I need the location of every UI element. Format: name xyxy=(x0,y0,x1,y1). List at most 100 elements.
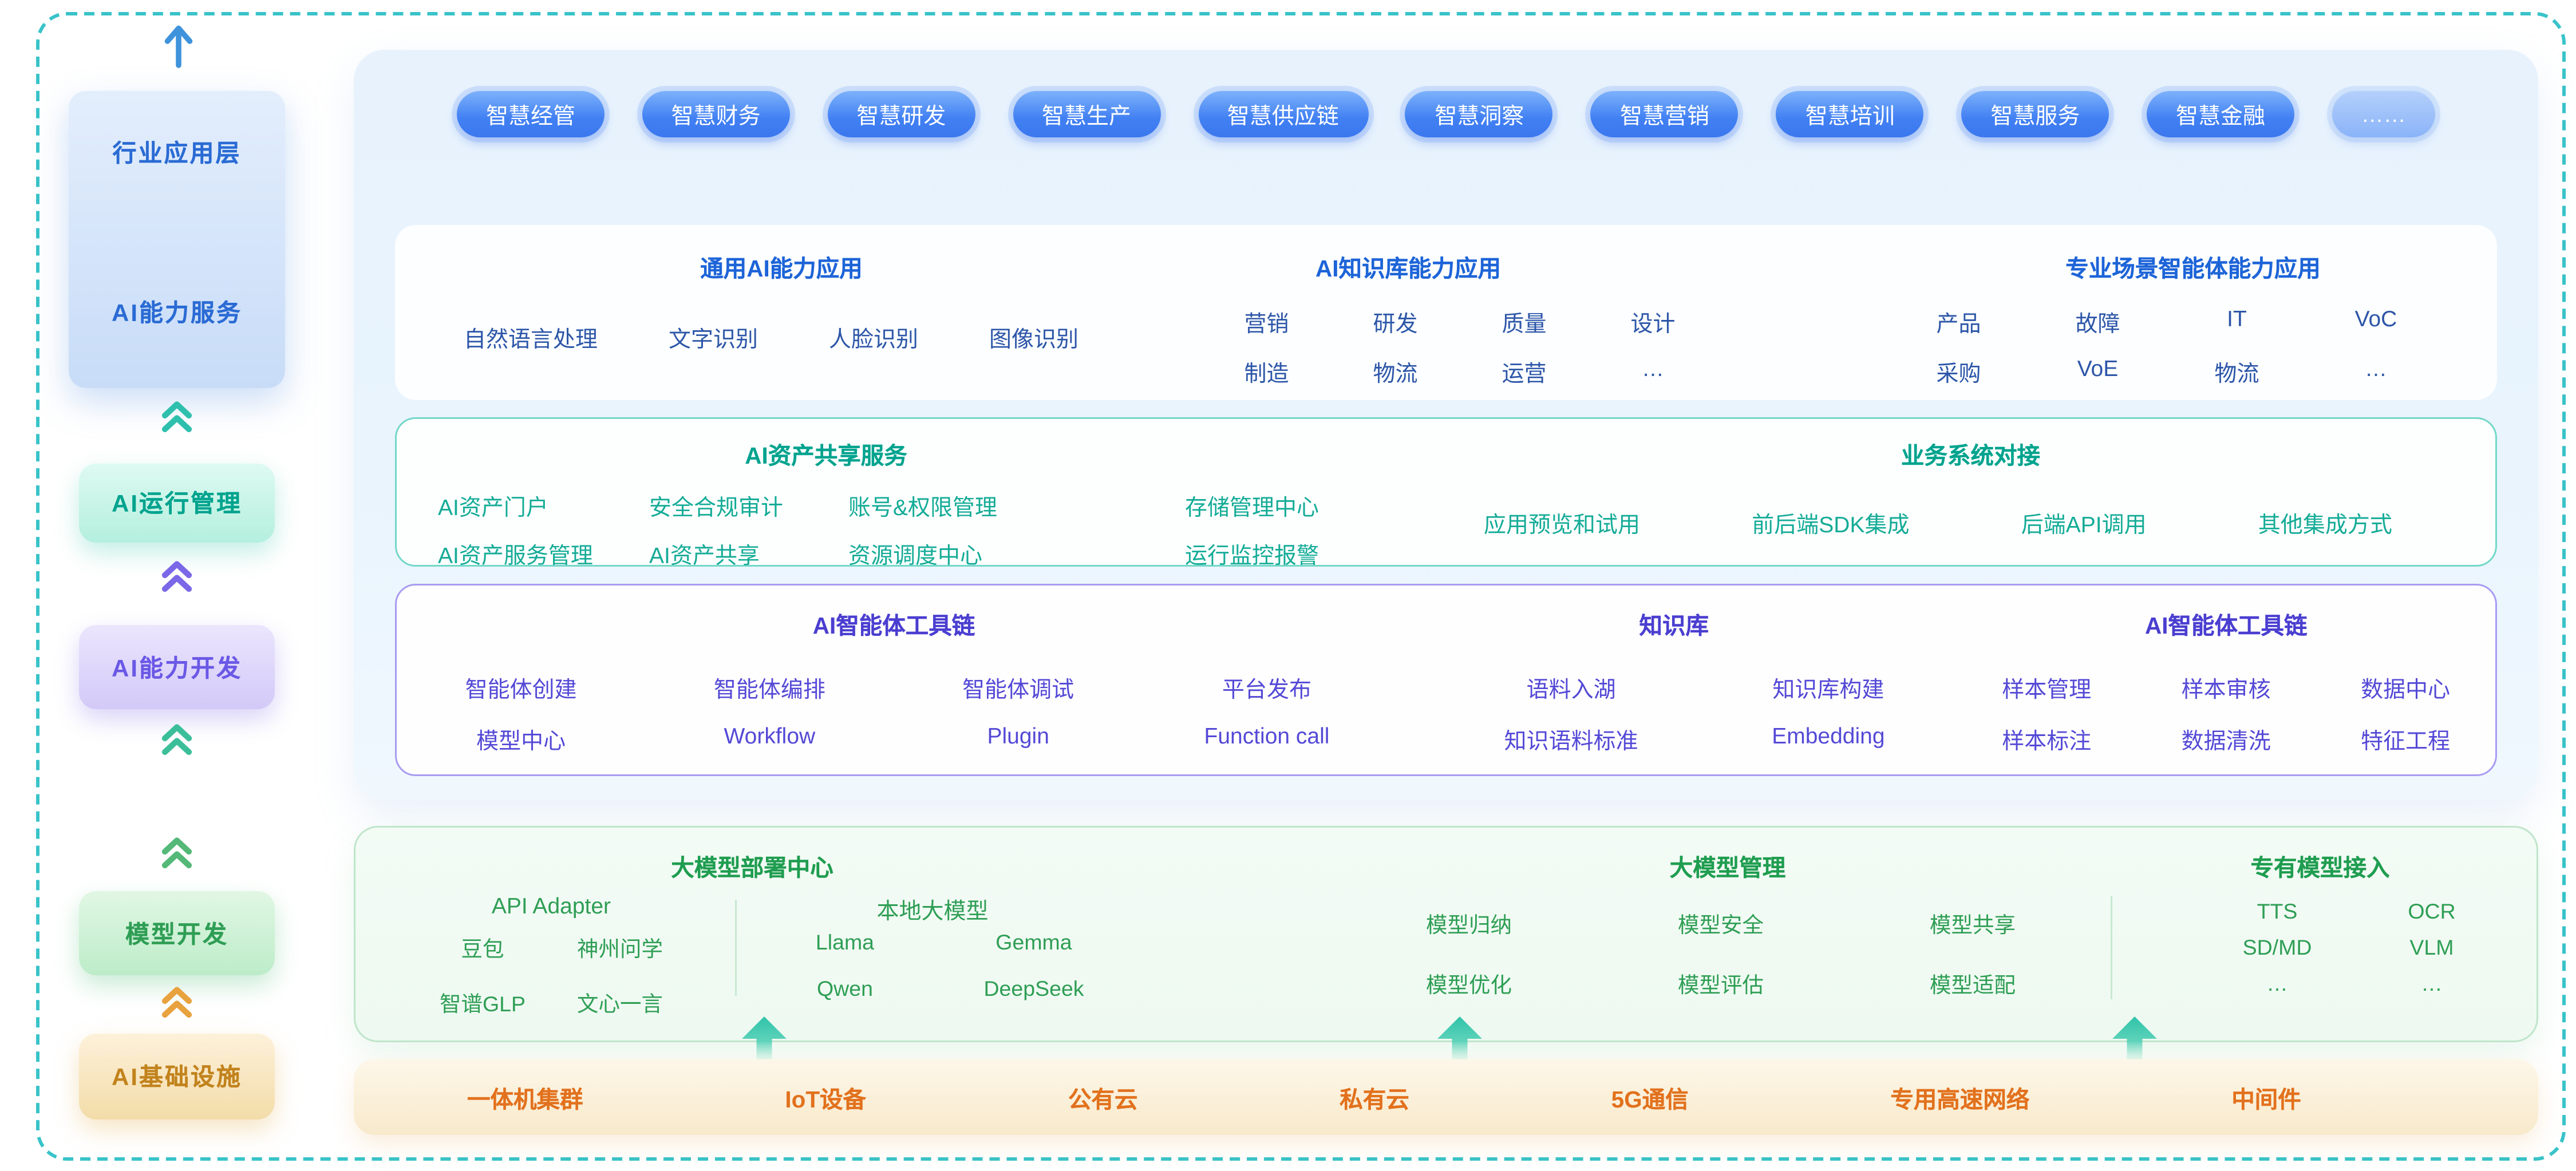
capability-item: 自然语言处理 xyxy=(464,326,598,352)
model-item: … xyxy=(2421,972,2443,996)
solution-pill[interactable]: 智慧服务 xyxy=(1961,91,2109,137)
asset-item: AI资产服务管理 xyxy=(438,543,593,568)
capability-item: … xyxy=(2365,355,2387,381)
asset-item: 运行监控报警 xyxy=(1185,543,1319,568)
asset-item: 存储管理中心 xyxy=(1185,494,1319,520)
model-item: SD/MD xyxy=(2242,936,2312,960)
toolchain-item: Embedding xyxy=(1772,723,1885,749)
model-items: 模型归纳 模型安全 模型共享 模型优化 模型评估 模型适配 xyxy=(1343,907,2099,999)
infra-item: 中间件 xyxy=(2231,1087,2301,1113)
capability-item: 研发 xyxy=(1373,311,1418,337)
asset-share-group: AI资产共享服务 AI资产门户 安全合规审计 账号&权限管理 存储管理中心 AI… xyxy=(397,419,1446,568)
toolchain-item: 样本管理 xyxy=(2002,677,2092,702)
solution-pill[interactable]: 智慧财务 xyxy=(642,91,790,137)
model-item: … xyxy=(2266,972,2288,996)
up-arrow-icon xyxy=(742,1016,787,1061)
chevron-up-icon xyxy=(161,561,192,592)
solution-pill[interactable]: 智慧生产 xyxy=(1013,91,1161,137)
layer-ai-capability-dev: AI能力开发 xyxy=(79,625,275,709)
toolchain-item: 样本标注 xyxy=(2002,728,2092,754)
infra-item: 5G通信 xyxy=(1611,1087,1689,1113)
toolchain-item: 样本审核 xyxy=(2181,677,2271,702)
solution-pill[interactable]: 智慧供应链 xyxy=(1198,91,1368,137)
group-title: 专有模型接入 xyxy=(2250,855,2390,881)
model-item: 模型优化 xyxy=(1425,974,1512,998)
capability-items: 营销 研发 质量 设计 制造 物流 运营 … xyxy=(1099,306,1717,388)
group-title: AI资产共享服务 xyxy=(745,443,907,469)
layer-model-dev: 模型开发 xyxy=(79,891,275,975)
toolchain-item: 智能体编排 xyxy=(713,677,825,702)
capability-item: 设计 xyxy=(1630,311,1676,337)
model-items: Llama Gemma Qwen DeepSeek xyxy=(750,931,1128,1001)
model-item: 模型安全 xyxy=(1677,913,1764,937)
general-ai-group: 通用AI能力应用 自然语言处理 文字识别 人脸识别 图像识别 xyxy=(395,225,1099,400)
solution-pill-row: 智慧经管 智慧财务 智慧研发 智慧生产 智慧供应链 智慧洞察 智慧营销 智慧培训… xyxy=(354,91,2538,137)
toolchain-items: 语料入湖 知识库构建 知识语料标准 Embedding xyxy=(1391,671,1957,755)
up-arrow-icon xyxy=(1437,1016,1482,1061)
toolchain-item: Function call xyxy=(1204,723,1330,749)
capability-box: 通用AI能力应用 自然语言处理 文字识别 人脸识别 图像识别 AI知识库能力应用… xyxy=(395,225,2497,400)
toolchain-item: 智能体调试 xyxy=(962,677,1074,702)
group-title: 通用AI能力应用 xyxy=(700,256,863,282)
model-item: 模型适配 xyxy=(1929,974,2016,998)
chevron-up-icon xyxy=(161,837,192,869)
capability-item: VoC xyxy=(2354,306,2397,331)
solution-pill[interactable]: 智慧经管 xyxy=(457,91,605,137)
application-panel: 智慧经管 智慧财务 智慧研发 智慧生产 智慧供应链 智慧洞察 智慧营销 智慧培训… xyxy=(354,50,2538,800)
model-item: Llama xyxy=(815,931,875,955)
biz-item: 其他集成方式 xyxy=(2258,512,2392,537)
capability-item: 运营 xyxy=(1502,361,1547,386)
chevron-up-icon xyxy=(161,724,192,755)
biz-item: 前后端SDK集成 xyxy=(1752,512,1910,537)
layer-label: AI能力服务 xyxy=(112,299,242,326)
asset-item: AI资产门户 xyxy=(438,494,548,520)
asset-items: AI资产门户 安全合规审计 账号&权限管理 存储管理中心 AI资产服务管理 AI… xyxy=(397,489,1446,570)
solution-pill[interactable]: 智慧洞察 xyxy=(1405,91,1554,137)
toolchain-item: 特征工程 xyxy=(2361,728,2451,754)
toolchain-item: 知识语料标准 xyxy=(1504,728,1638,754)
model-item: 模型归纳 xyxy=(1425,913,1512,937)
capability-items: 自然语言处理 文字识别 人脸识别 图像识别 xyxy=(395,321,1099,354)
toolchain-item: 智能体创建 xyxy=(465,677,577,702)
model-item: 模型共享 xyxy=(1929,913,2016,937)
capability-item: 物流 xyxy=(2214,361,2259,386)
infra-item: IoT设备 xyxy=(785,1087,867,1113)
subgroup-title: 本地大模型 xyxy=(876,898,989,924)
scenario-agent-group: 专业场景智能体能力应用 产品 故障 IT VoC 采购 VoE 物流 … xyxy=(1717,225,2497,400)
solution-pill[interactable]: 智慧研发 xyxy=(827,91,975,137)
model-item: Gemma xyxy=(995,931,1072,955)
solution-pill[interactable]: 智慧金融 xyxy=(2147,91,2295,137)
asset-item: AI资产共享 xyxy=(649,543,760,568)
capability-item: 人脸识别 xyxy=(828,326,919,352)
group-title: AI智能体工具链 xyxy=(2144,613,2308,639)
capability-item: 物流 xyxy=(1373,361,1418,386)
capability-item: 图像识别 xyxy=(989,326,1078,352)
capability-item: 采购 xyxy=(1936,361,1981,386)
toolchain-item: 语料入湖 xyxy=(1526,677,1616,702)
solution-pill[interactable]: 智慧营销 xyxy=(1591,91,1739,137)
group-title: 大模型部署中心 xyxy=(671,855,833,881)
biz-item: 后端API调用 xyxy=(2021,512,2147,537)
group-title: 专业场景智能体能力应用 xyxy=(2065,256,2321,282)
layer-industry-application: 行业应用层 AI能力服务 xyxy=(69,91,285,388)
group-title: 知识库 xyxy=(1639,613,1709,639)
solution-pill-more[interactable]: …… xyxy=(2332,91,2435,137)
group-title: AI智能体工具链 xyxy=(812,613,975,639)
layer-ai-infrastructure: AI基础设施 xyxy=(79,1034,275,1119)
biz-integration-group: 业务系统对接 应用预览和试用 前后端SDK集成 后端API调用 其他集成方式 xyxy=(1446,419,2495,565)
capability-item: 营销 xyxy=(1244,311,1289,337)
capability-item: 产品 xyxy=(1936,311,1981,337)
data-toolchain-group: AI智能体工具链 样本管理 样本审核 数据中心 样本标注 数据清洗 特征工程 xyxy=(1957,586,2495,774)
page-dashed-border xyxy=(36,12,2566,1161)
solution-pill[interactable]: 智慧培训 xyxy=(1776,91,1924,137)
model-item: OCR xyxy=(2408,900,2456,924)
model-item: TTS xyxy=(2257,900,2298,924)
toolchain-item: 平台发布 xyxy=(1222,677,1312,702)
infrastructure-bar: 一体机集群 IoT设备 公有云 私有云 5G通信 专用高速网络 中间件 xyxy=(354,1059,2538,1135)
capability-item: 文字识别 xyxy=(668,326,758,352)
toolchain-items: 智能体创建 智能体编排 智能体调试 平台发布 模型中心 Workflow Plu… xyxy=(397,671,1391,755)
toolchain-box: AI智能体工具链 智能体创建 智能体编排 智能体调试 平台发布 模型中心 Wor… xyxy=(395,584,2497,776)
capability-item: 制造 xyxy=(1244,361,1289,386)
up-arrow-icon xyxy=(2112,1016,2157,1061)
